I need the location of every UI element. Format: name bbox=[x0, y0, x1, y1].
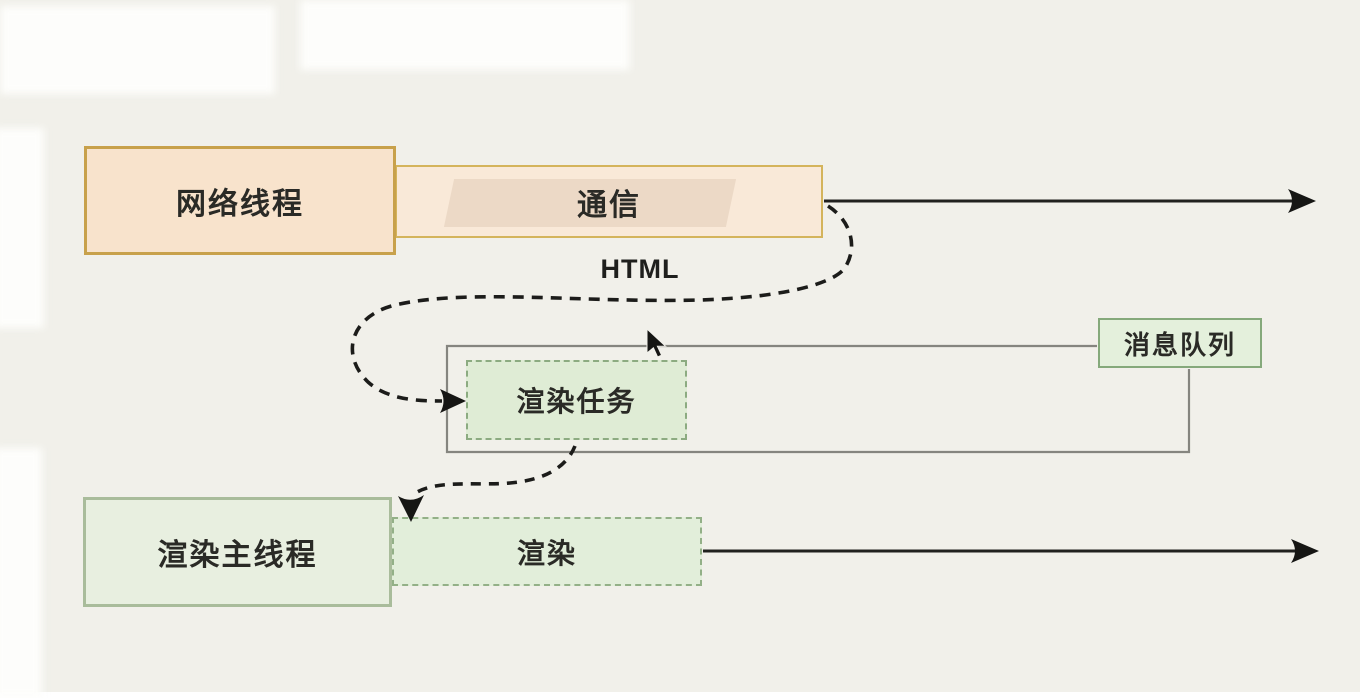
node-render: 渲染 bbox=[392, 517, 702, 586]
html-flow-label: HTML bbox=[600, 254, 680, 284]
node-message-queue: 消息队列 bbox=[1098, 318, 1262, 368]
background-patch bbox=[0, 6, 275, 94]
node-render-label: 渲染 bbox=[516, 537, 577, 569]
render-timeline-arrowhead bbox=[1291, 539, 1319, 563]
node-message-queue-label: 消息队列 bbox=[1123, 329, 1236, 360]
node-network-thread-label: 网络线程 bbox=[176, 187, 304, 221]
background-patch bbox=[300, 0, 630, 70]
background-patch bbox=[0, 128, 44, 328]
node-render-main-thread-label: 渲染主线程 bbox=[157, 539, 318, 572]
html-flow-arrowhead bbox=[440, 389, 466, 413]
node-render-main-thread: 渲染主线程 bbox=[83, 497, 392, 607]
node-communication: 通信 bbox=[395, 165, 823, 238]
task-to-main-dashed-curve bbox=[412, 445, 577, 496]
node-communication-label: 通信 bbox=[577, 188, 641, 222]
node-render-task: 渲染任务 bbox=[466, 360, 687, 440]
cursor-icon bbox=[646, 327, 667, 358]
node-network-thread: 网络线程 bbox=[84, 146, 396, 255]
background-patch bbox=[0, 448, 42, 698]
node-render-task-label: 渲染任务 bbox=[516, 386, 637, 417]
network-timeline-arrowhead bbox=[1288, 189, 1316, 213]
